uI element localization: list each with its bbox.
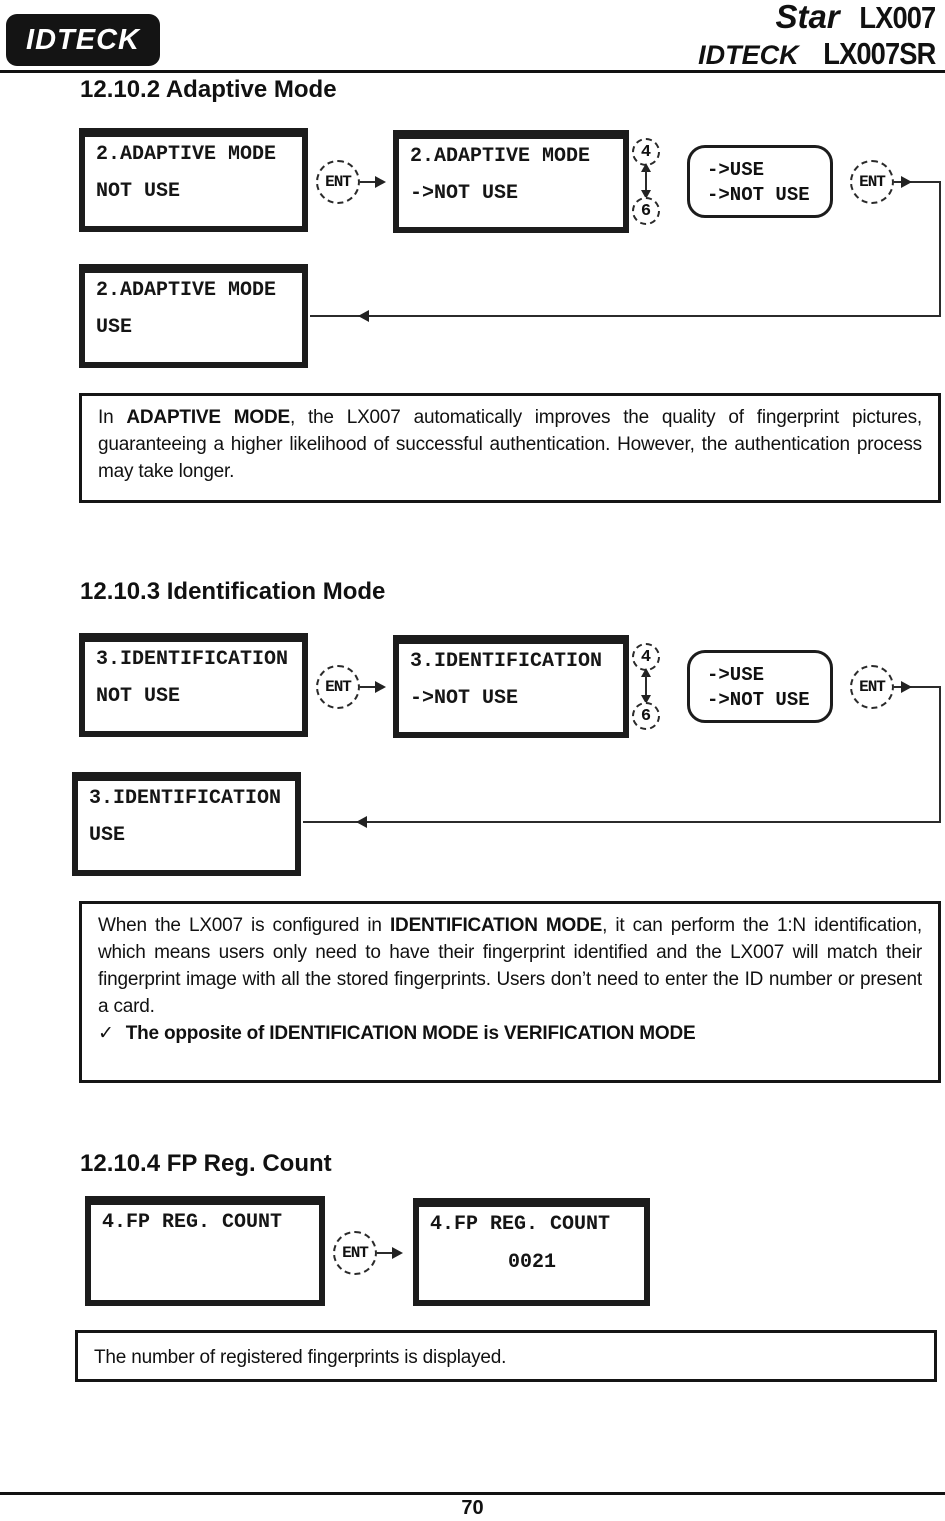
- lcd-line: 2.ADAPTIVE MODE: [410, 145, 591, 168]
- note-text: , it can perform the 1:N identification,…: [98, 915, 922, 1017]
- lcd-line: 4.FP REG. COUNT: [430, 1213, 611, 1236]
- header-rule: [0, 70, 945, 73]
- note-box-adaptive: In ADAPTIVE MODE, the LX007 automaticall…: [79, 393, 941, 503]
- ent-key: ENT: [850, 160, 894, 204]
- lcd-screen-adaptive-select: 2.ADAPTIVE MODE ->NOT USE: [393, 130, 629, 233]
- product-line-star-lx007: Star LX007: [698, 0, 935, 36]
- lcd-screen-fp-reg-initial: 4.FP REG. COUNT: [85, 1196, 325, 1306]
- key-4: 4: [632, 138, 660, 166]
- arrow-line: [645, 675, 647, 697]
- connector-line: [310, 315, 941, 317]
- connector-line: [894, 181, 941, 183]
- arrow-line: [645, 170, 647, 192]
- arrow-right-icon: [375, 681, 386, 693]
- lcd-line: 3.IDENTIFICATION: [410, 650, 603, 673]
- lcd-line: NOT USE: [96, 180, 181, 203]
- product-line-idteck-lx007sr: IDTECK LX007SR: [698, 36, 936, 72]
- key-6: 6: [632, 197, 660, 225]
- section-heading-fp-reg-count: 12.10.4 FP Reg. Count: [80, 1150, 332, 1177]
- star-brand-text: Star: [775, 0, 840, 35]
- note-text: The number of registered fingerprints is…: [94, 1347, 507, 1368]
- model-lx007-text: LX007: [859, 0, 936, 35]
- option-use: ->USE: [707, 159, 765, 181]
- lcd-line: USE: [96, 316, 133, 339]
- connector-line: [939, 686, 941, 823]
- note-check-line: ✓ The opposite of IDENTIFICATION MODE is …: [98, 1020, 922, 1047]
- section-heading-identification-mode: 12.10.3 Identification Mode: [80, 578, 386, 605]
- connector-line: [303, 821, 941, 823]
- lcd-screen-adaptive-result: 2.ADAPTIVE MODE USE: [79, 264, 308, 368]
- header-product-names: Star LX007 IDTECK LX007SR: [698, 0, 936, 72]
- connector-line: [939, 181, 941, 317]
- lcd-screen-adaptive-initial: 2.ADAPTIVE MODE NOT USE: [79, 128, 308, 232]
- options-box-identification: ->USE ->NOT USE: [687, 650, 833, 723]
- lcd-screen-identification-select: 3.IDENTIFICATION ->NOT USE: [393, 635, 629, 738]
- arrow-down-icon: [641, 190, 651, 199]
- arrow-left-icon: [358, 310, 369, 322]
- note-paragraph: When the LX007 is configured in IDENTIFI…: [98, 912, 922, 1020]
- option-not-use: ->NOT USE: [707, 184, 810, 206]
- arrow-right-icon: [375, 176, 386, 188]
- lcd-line: 3.IDENTIFICATION: [96, 648, 289, 671]
- lcd-screen-fp-reg-result: 4.FP REG. COUNT 0021: [413, 1198, 650, 1306]
- arrow-line: [360, 181, 376, 183]
- options-box-adaptive: ->USE ->NOT USE: [687, 145, 833, 218]
- check-icon: ✓: [98, 1023, 114, 1044]
- lcd-screen-identification-result: 3.IDENTIFICATION USE: [72, 772, 301, 876]
- ent-key: ENT: [333, 1231, 377, 1275]
- key-6: 6: [632, 702, 660, 730]
- note-text: , the LX007 automatically improves the q…: [98, 407, 922, 482]
- note-paragraph: In ADAPTIVE MODE, the LX007 automaticall…: [98, 404, 922, 485]
- option-not-use: ->NOT USE: [707, 689, 810, 711]
- lcd-line: ->NOT USE: [410, 182, 519, 205]
- idteck-brand-text: IDTECK: [698, 40, 799, 70]
- idteck-logo: IDTECK: [6, 14, 160, 66]
- note-bold-text: IDENTIFICATION MODE: [389, 915, 603, 936]
- arrow-right-icon: [392, 1247, 403, 1259]
- arrow-left-icon: [356, 816, 367, 828]
- lcd-line: 3.IDENTIFICATION: [89, 787, 282, 810]
- note-check-text: The opposite of IDENTIFICATION MODE is V…: [125, 1023, 696, 1044]
- note-box-identification: When the LX007 is configured in IDENTIFI…: [79, 901, 941, 1083]
- idteck-logo-text: IDTECK: [26, 23, 140, 56]
- footer-rule: [0, 1492, 945, 1495]
- section-heading-adaptive-mode: 12.10.2 Adaptive Mode: [80, 76, 337, 103]
- note-bold-text: ADAPTIVE MODE: [126, 407, 290, 428]
- lcd-line: 2.ADAPTIVE MODE: [96, 279, 277, 302]
- connector-line: [894, 686, 941, 688]
- note-text: When the LX007 is configured in: [98, 915, 390, 936]
- arrow-line: [377, 1252, 393, 1254]
- ent-key: ENT: [316, 665, 360, 709]
- note-box-fp-reg: The number of registered fingerprints is…: [75, 1330, 937, 1382]
- note-text: In: [98, 407, 127, 428]
- arrow-up-icon: [641, 668, 651, 677]
- arrow-right-icon: [901, 681, 912, 693]
- arrow-up-icon: [641, 163, 651, 172]
- ent-key: ENT: [850, 665, 894, 709]
- key-4: 4: [632, 643, 660, 671]
- arrow-line: [360, 686, 376, 688]
- arrow-down-icon: [641, 695, 651, 704]
- lcd-line: USE: [89, 824, 126, 847]
- lcd-line: NOT USE: [96, 685, 181, 708]
- option-use: ->USE: [707, 664, 765, 686]
- ent-key: ENT: [316, 160, 360, 204]
- lcd-screen-identification-initial: 3.IDENTIFICATION NOT USE: [79, 633, 308, 737]
- arrow-right-icon: [901, 176, 912, 188]
- lcd-line: 4.FP REG. COUNT: [102, 1211, 283, 1234]
- lcd-line: 2.ADAPTIVE MODE: [96, 143, 277, 166]
- lcd-count-value: 0021: [507, 1251, 556, 1274]
- page-number: 70: [461, 1497, 484, 1519]
- model-lx007sr-text: LX007SR: [822, 36, 936, 71]
- lcd-line: ->NOT USE: [410, 687, 519, 710]
